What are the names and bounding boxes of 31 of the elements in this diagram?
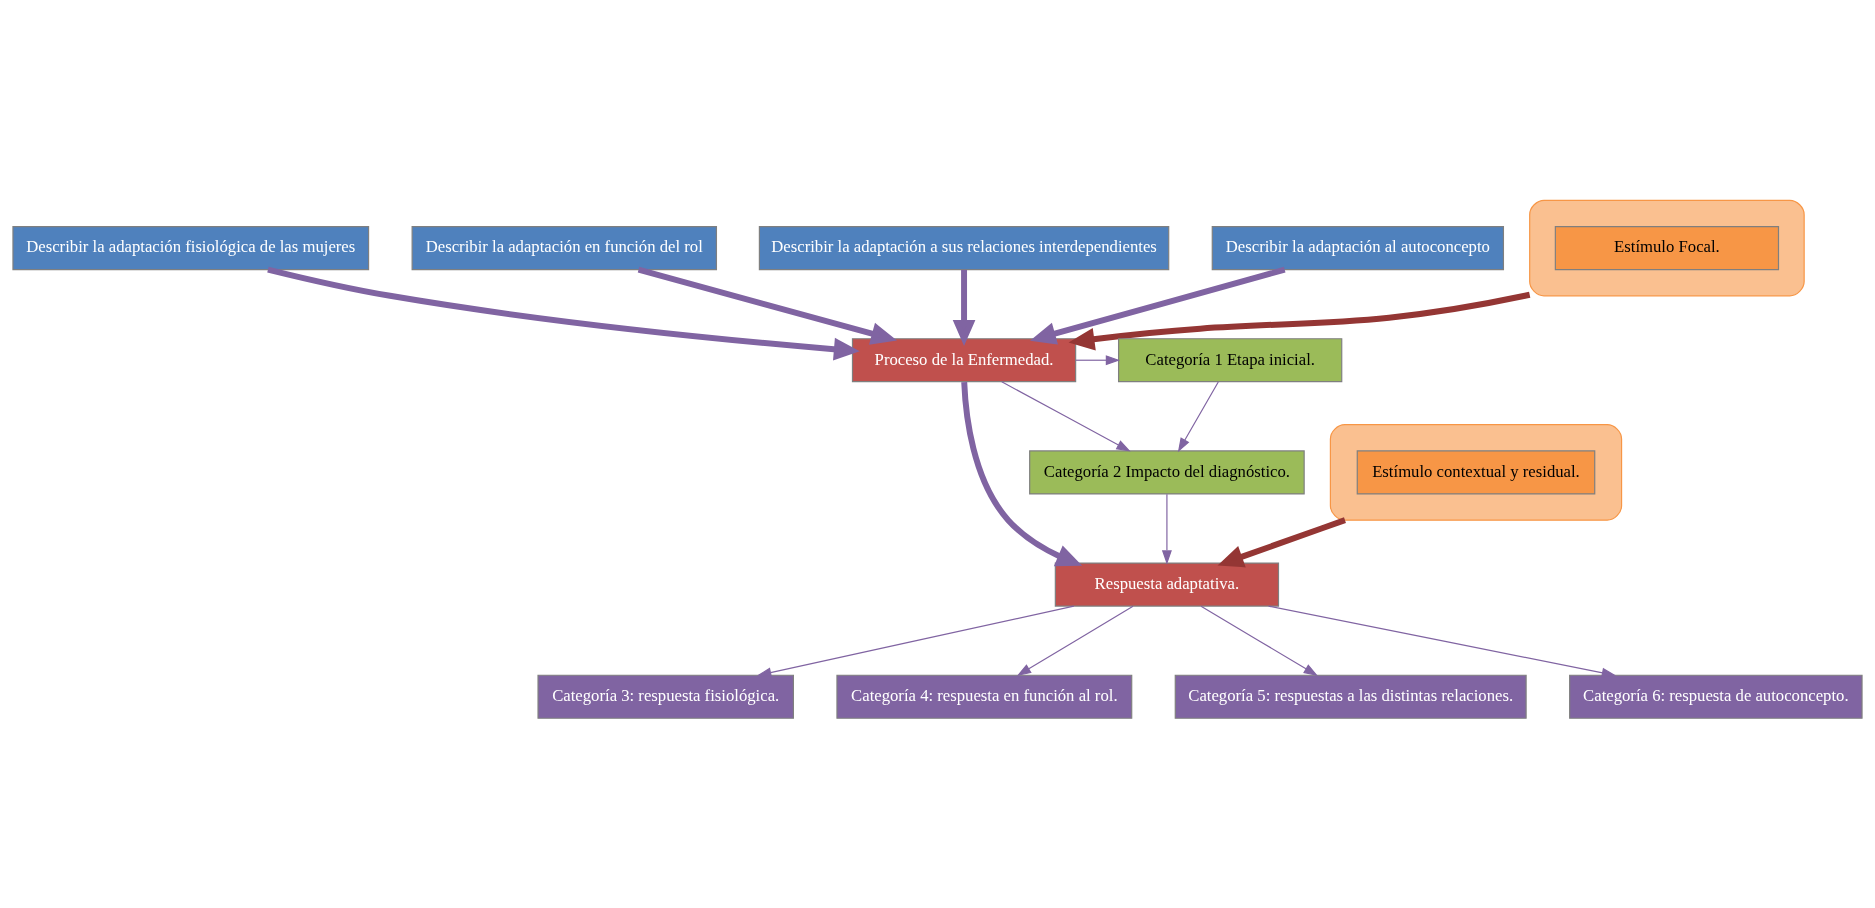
node-box: Categoría 5: respuestas a las distintas relaciones.	[1174, 674, 1527, 719]
node-box: Categoría 6: respuesta de autoconcepto.	[1569, 674, 1863, 719]
arrow	[1075, 354, 1121, 365]
node-box: Describir la adaptación al autoconcepto	[1211, 225, 1505, 270]
cluster	[1329, 423, 1623, 521]
node-box: Categoría 1 Etapa inicial.	[1118, 337, 1343, 382]
arrow	[1177, 380, 1219, 452]
node-box: Estímulo contextual y residual.	[1356, 449, 1596, 494]
arrow	[1068, 291, 1531, 350]
node-box: Describir la adaptación a sus relaciones interdependientes	[758, 225, 1170, 270]
node-box: Categoría 4: respuesta en función al rol.	[836, 674, 1133, 719]
arrow	[267, 266, 860, 360]
node-box: Describir la adaptación fisiológica de las mujeres	[12, 225, 370, 270]
arrow	[1001, 380, 1131, 452]
node-box: Respuesta adaptativa.	[1054, 562, 1280, 607]
arrow	[1267, 605, 1617, 678]
arrow	[1029, 266, 1286, 345]
node-box: Describir la adaptación en función del rol	[411, 225, 718, 270]
node-box: Proceso de la Enfermedad.	[851, 337, 1077, 382]
arrow	[637, 266, 898, 345]
cluster	[1529, 199, 1805, 296]
arrow	[961, 381, 1083, 566]
arrow	[756, 605, 1075, 677]
arrow	[1161, 493, 1172, 565]
arrow	[1200, 605, 1318, 676]
node-box: Categoría 2 Impacto del diagnóstico.	[1029, 449, 1305, 494]
node-box: Categoría 3: respuesta fisiológica.	[537, 674, 794, 719]
arrow	[1217, 516, 1346, 567]
arrow	[1016, 605, 1134, 676]
arrow	[952, 269, 976, 346]
node-box: Estímulo Focal.	[1554, 225, 1780, 270]
